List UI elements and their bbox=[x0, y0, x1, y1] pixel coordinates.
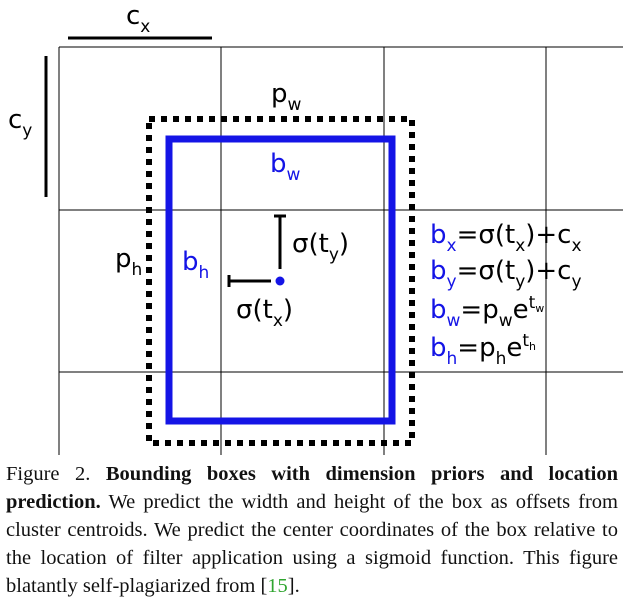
sigma-ty-bar bbox=[274, 214, 286, 269]
caption-prefix: Figure 2. bbox=[6, 463, 106, 485]
sigma-ty-label: σ(ty) bbox=[292, 229, 349, 265]
citation-link[interactable]: 15 bbox=[267, 575, 288, 597]
bw-label: bw bbox=[270, 149, 301, 185]
caption-body: We predict the width and height of the b… bbox=[6, 491, 618, 597]
ph-label: ph bbox=[115, 244, 142, 280]
cx-label: cx bbox=[126, 1, 150, 37]
caption-bold-title: Bounding boxes with dimension priors and… bbox=[6, 463, 618, 513]
figure-diagram: cx cy pw ph bw bh σ(ty) σ(tx) bx=σ(tx)+c… bbox=[8, 1, 623, 455]
predicted-box bbox=[165, 135, 396, 425]
caption-ref-open: [ bbox=[260, 575, 268, 597]
figure-caption: Figure 2. Bounding boxes with dimension … bbox=[6, 460, 618, 600]
equation-bw: bw=pwetw bbox=[430, 293, 544, 331]
equation-bx: bx=σ(tx)+cx bbox=[430, 220, 582, 256]
bh-label: bh bbox=[182, 247, 209, 283]
sigma-tx-label: σ(tx) bbox=[236, 295, 293, 331]
prior-box bbox=[146, 116, 415, 446]
equation-bh: bh=pheth bbox=[430, 331, 536, 369]
pw-label: pw bbox=[271, 79, 302, 115]
sigma-tx-bar bbox=[227, 275, 271, 287]
equation-by: by=σ(ty)+cy bbox=[430, 256, 582, 292]
caption-ref-close: ]. bbox=[287, 575, 300, 597]
center-point bbox=[275, 276, 285, 286]
equations: bx=σ(tx)+cx by=σ(ty)+cy bw=pwetw bh=phet… bbox=[430, 220, 582, 369]
grid bbox=[58, 46, 623, 455]
cy-label: cy bbox=[8, 105, 32, 141]
